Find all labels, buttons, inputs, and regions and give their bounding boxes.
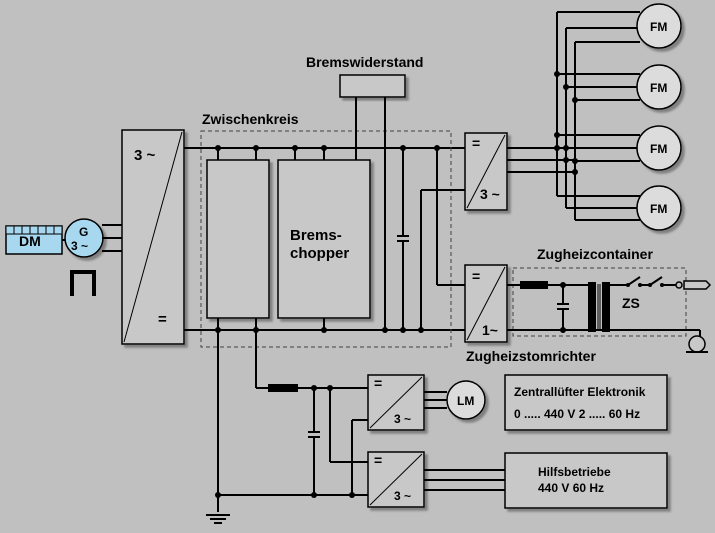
- fm-label-3: FM: [650, 142, 668, 156]
- inv-lm-dc-label: =: [374, 375, 383, 391]
- zentralluefter-box: [504, 374, 668, 431]
- generator-label: G: [79, 225, 89, 239]
- zwischenkreis-label: Zwischenkreis: [202, 111, 299, 127]
- plug-connector-icon: [683, 280, 712, 290]
- bremswiderstand-box: [339, 74, 406, 98]
- zugheizcontainer-label: Zugheizcontainer: [537, 246, 653, 262]
- inv-hb-ac-label: 3 ~: [394, 489, 412, 503]
- zugheizcontainer-boundary: [512, 267, 687, 337]
- choke-aux: [268, 384, 298, 392]
- hilfsbetriebe-line-1: Hilfsbetriebe: [538, 465, 611, 479]
- lm-label: LM: [457, 394, 475, 408]
- dm-label: DM: [19, 233, 41, 249]
- diesel-motor-block: [5, 225, 63, 255]
- inv-lm-ac-label: 3 ~: [394, 412, 412, 426]
- fm-motor-4: [636, 185, 682, 231]
- zugheizstromrichter-label: Zugheizstomrichter: [466, 348, 596, 364]
- fm-motor-3: [636, 125, 682, 171]
- inv-mid-dc-label: =: [472, 268, 481, 284]
- junction-dots: [215, 145, 440, 333]
- ground-icon: [206, 514, 230, 524]
- fm-motor-1: [636, 3, 682, 49]
- bremswiderstand-label: Bremswiderstand: [306, 54, 424, 70]
- fm-label-4: FM: [650, 202, 668, 216]
- transformer: [588, 282, 610, 332]
- bremschopper-label-2: chopper: [290, 245, 350, 262]
- hilfsbetriebe-box: [504, 452, 668, 509]
- fm-motor-2: [636, 64, 682, 110]
- rectifier-dc-label: =: [158, 311, 167, 328]
- zentralluefter-line-2: 0 ..... 440 V 2 ..... 60 Hz: [514, 407, 641, 421]
- inv-mid-ac-label: 1~: [482, 322, 498, 338]
- zentralluefter-line-1: Zentrallüfter Elektronik: [514, 385, 646, 399]
- frame-symbol: [70, 270, 96, 296]
- bremschopper-box: [277, 159, 371, 319]
- zwischenkreis-boundary: [200, 130, 452, 348]
- inv-hb-dc-label: =: [374, 452, 383, 468]
- inv-top-ac-label: 3 ~: [480, 186, 500, 202]
- wheel-ground-icon: [688, 335, 706, 353]
- generator-phase-label: 3 ~: [71, 239, 89, 253]
- fm-label-2: FM: [650, 81, 668, 95]
- hilfsbetriebe-line-2: 440 V 60 Hz: [538, 481, 605, 495]
- bremschopper-label-1: Brems-: [290, 227, 342, 244]
- traction-motors: [636, 3, 682, 231]
- lm-motor: [446, 380, 486, 420]
- fm-label-1: FM: [650, 20, 668, 34]
- zs-label: ZS: [622, 295, 640, 311]
- inv-top-dc-label: =: [472, 135, 481, 151]
- choke-zugheiz: [520, 281, 548, 289]
- capacitor-module: [206, 159, 270, 319]
- rectifier-ac-label: 3 ~: [134, 147, 156, 164]
